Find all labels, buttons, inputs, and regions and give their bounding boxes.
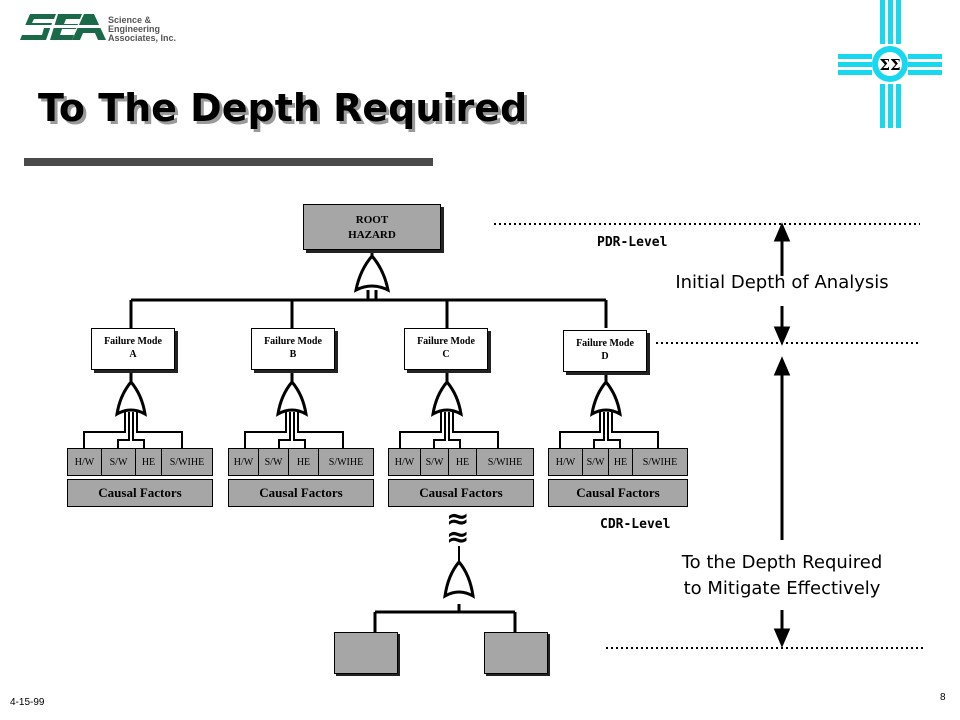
failure-mode-label: Failure Mode <box>104 336 162 347</box>
failure-mode-letter: D <box>601 351 609 362</box>
continuation-mark-1: ≈ <box>446 502 470 535</box>
or-gate-lower <box>443 559 475 599</box>
zia-emblem-icon: ΣΣ <box>838 0 942 128</box>
failure-mode-letter: A <box>129 349 137 360</box>
failure-mode-label: Failure Mode <box>576 338 634 349</box>
causal-cells-c: H/W S/W HE S/WIHE <box>388 448 534 476</box>
continuation-mark-2: ≈ <box>446 520 470 553</box>
required-depth-note: To the Depth Required to Mitigate Effect… <box>648 550 916 602</box>
title-underline <box>24 158 433 166</box>
lower-event-box-left[interactable] <box>334 632 398 674</box>
failure-mode-label: Failure Mode <box>417 336 475 347</box>
company-name-line-1: Science & <box>108 15 152 25</box>
cell-swhe[interactable]: S/WIHE <box>632 448 688 476</box>
cell-hw[interactable]: H/W <box>67 448 101 476</box>
page-title: To The Depth Required <box>38 86 528 130</box>
cell-hw[interactable]: H/W <box>228 448 258 476</box>
company-name: Science & Engineering Associates, Inc. <box>108 16 176 43</box>
causal-factors-b[interactable]: Causal Factors <box>228 479 374 507</box>
root-label-line-2: HAZARD <box>348 229 396 241</box>
root-label-line-1: ROOT <box>355 214 389 226</box>
cell-he[interactable]: HE <box>288 448 318 476</box>
cell-he[interactable]: HE <box>608 448 632 476</box>
causal-factors-d[interactable]: Causal Factors <box>548 479 688 507</box>
failure-mode-c[interactable]: Failure Mode C <box>404 328 488 370</box>
causal-cells-b: H/W S/W HE S/WIHE <box>228 448 374 476</box>
lower-event-box-right[interactable] <box>484 632 548 674</box>
required-depth-line-1: To the Depth Required <box>681 552 883 573</box>
cell-sw[interactable]: S/W <box>420 448 448 476</box>
cell-swhe[interactable]: S/WIHE <box>476 448 534 476</box>
causal-cells-a: H/W S/W HE S/WIHE <box>67 448 213 476</box>
pdr-level-label: PDR-Level <box>597 235 668 250</box>
or-gate-a <box>115 379 147 417</box>
or-gate-root <box>353 253 391 293</box>
cell-hw[interactable]: H/W <box>548 448 582 476</box>
page-number: 8 <box>940 692 946 703</box>
failure-mode-label: Failure Mode <box>264 336 322 347</box>
sea-logo <box>20 14 106 40</box>
sea-logo-wordmark <box>20 14 106 40</box>
emblem-sigma: ΣΣ <box>879 56 900 74</box>
cell-sw[interactable]: S/W <box>582 448 608 476</box>
cell-swhe[interactable]: S/WIHE <box>318 448 374 476</box>
initial-depth-note: Initial Depth of Analysis <box>675 272 889 293</box>
cell-swhe[interactable]: S/WIHE <box>161 448 213 476</box>
company-name-line-2: Engineering <box>108 24 161 34</box>
or-gate-d <box>590 379 622 417</box>
cell-hw[interactable]: H/W <box>388 448 420 476</box>
failure-mode-a[interactable]: Failure Mode A <box>91 328 175 370</box>
cdr-level-label: CDR-Level <box>600 517 671 532</box>
causal-factors-a[interactable]: Causal Factors <box>67 479 213 507</box>
or-gate-c <box>431 379 463 417</box>
failure-mode-letter: B <box>289 349 297 360</box>
failure-mode-letter: C <box>442 349 450 360</box>
cell-he[interactable]: HE <box>448 448 476 476</box>
or-gate-b <box>276 379 308 417</box>
required-depth-line-2: to Mitigate Effectively <box>683 578 881 599</box>
company-name-line-3: Associates, Inc. <box>108 33 177 43</box>
causal-factors-c[interactable]: Causal Factors <box>388 479 534 507</box>
footer-date: 4-15-99 <box>10 697 45 708</box>
root-hazard-node[interactable]: ROOT HAZARD <box>303 204 441 250</box>
causal-cells-d: H/W S/W HE S/WIHE <box>548 448 688 476</box>
failure-mode-d[interactable]: Failure Mode D <box>563 330 647 372</box>
cell-sw[interactable]: S/W <box>101 448 135 476</box>
cell-sw[interactable]: S/W <box>258 448 288 476</box>
cell-he[interactable]: HE <box>135 448 161 476</box>
failure-mode-b[interactable]: Failure Mode B <box>251 328 335 370</box>
